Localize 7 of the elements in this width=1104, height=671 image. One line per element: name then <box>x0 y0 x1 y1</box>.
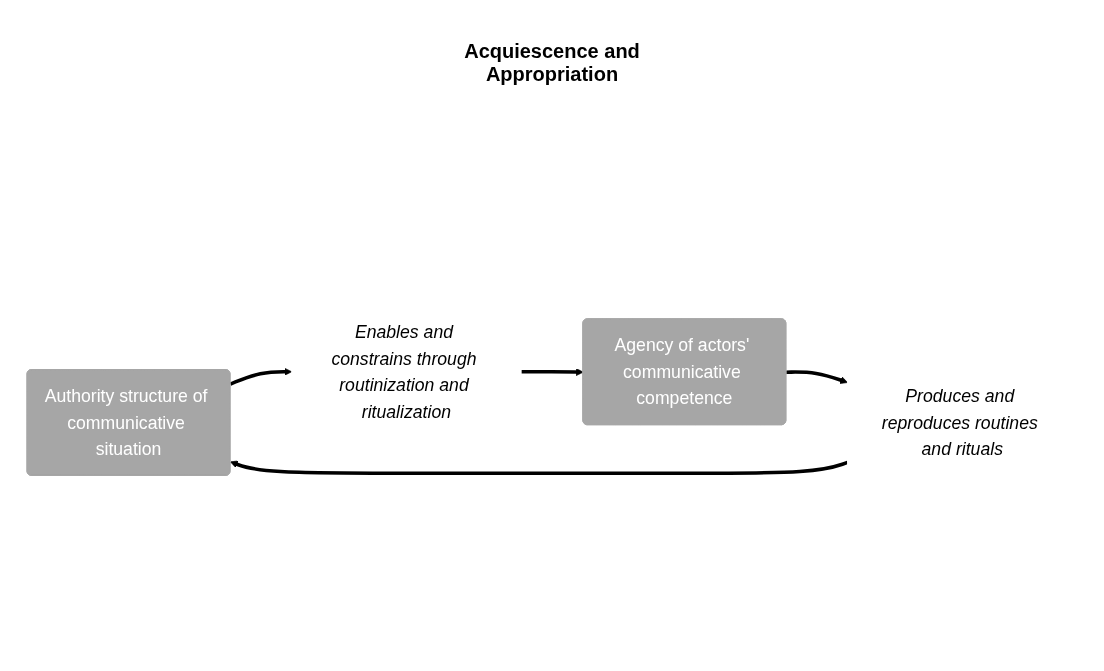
arrow <box>230 460 849 475</box>
arrow <box>786 370 848 384</box>
center-label: Acquiescence and Appropriation <box>463 40 641 86</box>
node-text: Enables and constrains through routinization and ritualization <box>331 322 477 422</box>
arrow <box>521 368 584 376</box>
node-text: Produces and reproduces routines and rituals <box>881 386 1038 459</box>
arrow <box>229 367 293 386</box>
